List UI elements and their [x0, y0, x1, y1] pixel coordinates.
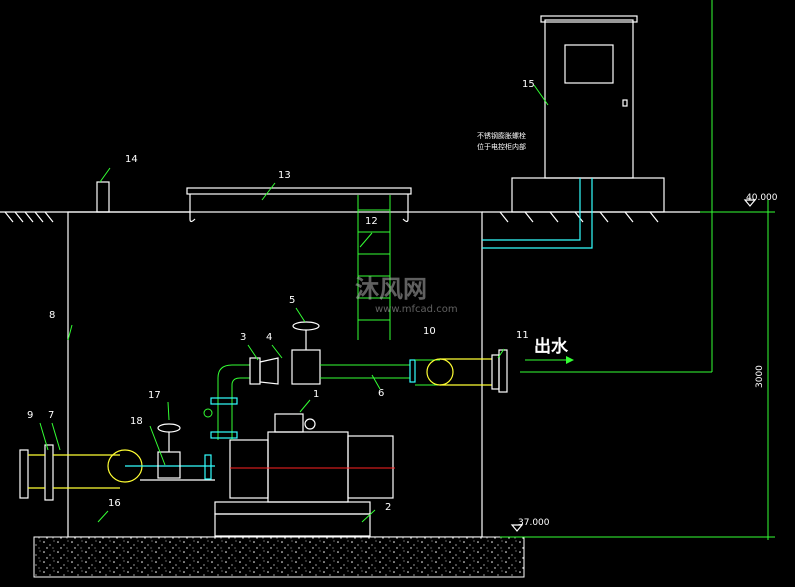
callout-16: 16 [108, 498, 121, 509]
vent-pipe [96, 181, 110, 213]
callout-labels: 1 2 3 4 5 6 7 8 9 10 11 12 13 14 15 16 1… [27, 79, 535, 513]
callout-1: 1 [313, 389, 319, 400]
pump-pit-walls [67, 211, 483, 538]
ground-line [0, 211, 700, 223]
callout-17: 17 [148, 390, 161, 401]
outlet-label: 出水 [534, 336, 569, 357]
pump-motor [229, 413, 395, 503]
callout-8: 8 [49, 310, 55, 321]
pump-base [214, 501, 371, 537]
suction-gate-valve [157, 423, 212, 480]
callout-5: 5 [289, 295, 295, 306]
callout-6: 6 [378, 388, 384, 399]
cabinet-note-line2: 位于电控柜内部 [477, 142, 526, 151]
height-dimension [500, 0, 775, 540]
gauge [203, 408, 213, 418]
control-cabinet [511, 15, 665, 213]
access-ladder [357, 195, 391, 340]
discharge-pipe [210, 321, 508, 440]
callout-15: 15 [522, 79, 535, 90]
watermark-logo: 沐风网 [355, 275, 427, 303]
callout-12: 12 [365, 216, 378, 227]
callout-13: 13 [278, 170, 291, 181]
pit-cover [186, 187, 412, 223]
watermark-url: www.mfcad.com [375, 304, 458, 315]
cable-route [482, 178, 593, 249]
callout-4: 4 [266, 332, 272, 343]
callout-9: 9 [27, 410, 33, 421]
callout-3: 3 [240, 332, 246, 343]
elevation-bottom: 37.000 [518, 518, 550, 528]
suction-pipe [19, 444, 215, 501]
outlet-arrow [525, 356, 574, 364]
callout-11: 11 [516, 330, 529, 341]
callout-2: 2 [385, 502, 391, 513]
callout-14: 14 [125, 154, 138, 165]
cabinet-note-line1: 不锈钢膨胀螺栓 [477, 131, 526, 140]
callout-18: 18 [130, 416, 143, 427]
concrete-foundation [33, 536, 525, 578]
elevation-top: 40.000 [746, 193, 778, 203]
callout-7: 7 [48, 410, 54, 421]
leader-lines [39, 84, 549, 523]
dimension-height: 3000 [755, 365, 765, 388]
callout-10: 10 [423, 326, 436, 337]
